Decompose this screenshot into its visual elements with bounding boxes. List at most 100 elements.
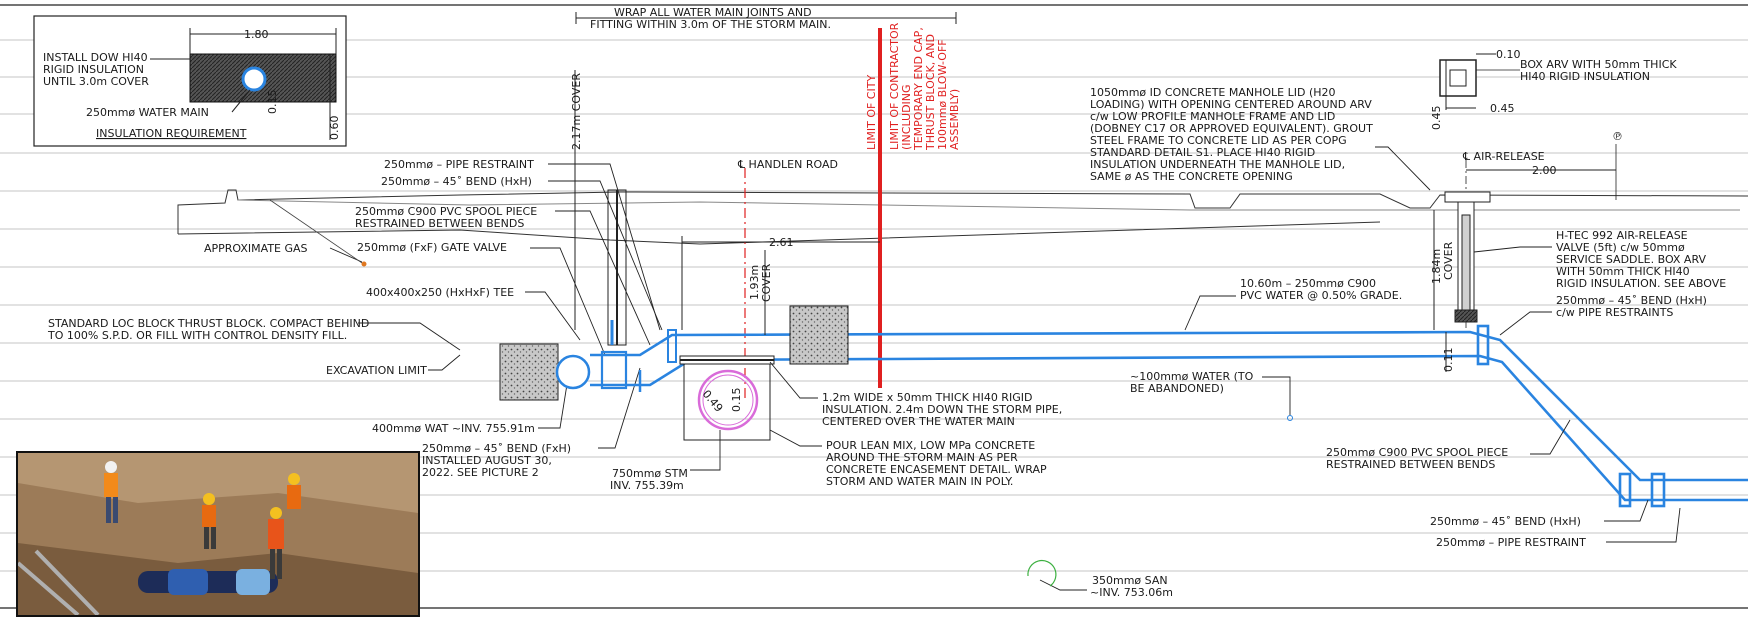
site-photo [16, 451, 420, 617]
dim-261: 2.61 [769, 236, 794, 249]
manhole-line-1: 1050mmø ID CONCRETE MANHOLE LID (H20 [1090, 86, 1336, 99]
lean-mix-label-4: STORM AND WATER MAIN IN POLY. [826, 475, 1013, 488]
excavation-limit-label: EXCAVATION LIMIT [326, 364, 427, 377]
pvc-run-label-2: PVC WATER @ 0.50% GRADE. [1240, 289, 1402, 302]
bend-fxh-label-2: INSTALLED AUGUST 30, [422, 454, 552, 467]
lean-mix-label-2: AROUND THE STORM MAIN AS PER [826, 451, 1018, 464]
bend-fxh-label-3: 2022. SEE PICTURE 2 [422, 466, 539, 479]
thrust-block [499, 343, 559, 401]
left-leader-lines [329, 163, 721, 471]
wat-400-pipe-icon [555, 354, 591, 390]
water-main [590, 324, 1748, 508]
inset-title: INSULATION REQUIREMENT [96, 127, 247, 140]
cover-193-line-2: COVER [760, 263, 773, 302]
water-main-icon [241, 66, 267, 92]
manhole-line-4: (DOBNEY C17 OR APPROVED EQUIVALENT). GRO… [1090, 122, 1373, 135]
mid-callouts: 1.2m WIDE x 50mm THICK HI40 RIGID INSULA… [769, 86, 1431, 599]
inset-dim-small: 0.15 [266, 90, 279, 115]
bend-hxh-label-left: 250mmø – 45˚ BEND (HxH) [381, 175, 532, 188]
manhole-line-6: STANDARD DETAIL S1. PLACE HI40 RIGID [1090, 146, 1315, 159]
dim-045-side: 0.45 [1430, 106, 1443, 131]
pl-label: ℗ [1612, 130, 1623, 143]
spool-right-line-2: RESTRAINED BETWEEN BENDS [1326, 458, 1495, 471]
inset-note-line-2: RIGID INSULATION [43, 63, 144, 76]
storm-pipe-icon [697, 369, 759, 431]
svg-text:100mmø BLOW-OFF: 100mmø BLOW-OFF [936, 39, 949, 150]
inset-note-line-3: UNTIL 3.0m COVER [43, 75, 149, 88]
inset-dim-height: 0.60 [328, 116, 341, 141]
dim-045-bottom: 0.45 [1490, 102, 1515, 115]
sheet-grid [0, 4, 1748, 609]
site-photo-drawing [18, 453, 418, 615]
dim-200: 2.00 [1532, 164, 1557, 177]
htec-line-4: WITH 50mm THICK HI40 [1556, 265, 1690, 278]
rigid-insul-label-2: INSULATION. 2.4m DOWN THE STORM PIPE, [822, 403, 1062, 416]
svg-text:(INCLUDING: (INCLUDING [900, 84, 913, 150]
manhole-line-8: SAME ø AS THE CONCRETE OPENING [1090, 170, 1293, 183]
thrust-block-label-1: STANDARD LOC BLOCK THRUST BLOCK. COMPACT… [48, 317, 369, 330]
stm-750-label-2: INV. 755.39m [610, 479, 684, 492]
svg-text:TEMPORARY END CAP,: TEMPORARY END CAP, [912, 27, 925, 151]
pvc-run-label-1: 10.60m – 250mmø C900 [1240, 277, 1376, 290]
san-350-label-2: ~INV. 753.06m [1090, 586, 1173, 599]
box-arv-detail: 0.10 BOX ARV WITH 50mm THICK HI40 RIGID … [1430, 48, 1677, 130]
lean-mix-label-1: POUR LEAN MIX, LOW MPa CONCRETE [826, 439, 1035, 452]
san-350-label-1: 350mmø SAN [1092, 574, 1168, 587]
left-callouts: 250mmø – PIPE RESTRAINT 250mmø – 45˚ BEN… [47, 158, 688, 492]
gas-line [269, 199, 366, 266]
wat-400-label: 400mmø WAT ~INV. 755.91m [372, 422, 535, 435]
bend-hxh-label-right: 250mmø – 45˚ BEND (HxH) [1430, 515, 1581, 528]
air-release-assembly: ℄ AIR-RELEASE ℗ 2.00 1.84m COVER 0.11 [1430, 130, 1623, 372]
right-callouts: H-TEC 992 AIR-RELEASE VALVE (5ft) c/w 50… [1326, 229, 1726, 549]
limit-contractor-note: LIMIT OF CONTRACTOR (INCLUDING TEMPORARY… [888, 22, 961, 151]
dim-049: 0.49 [700, 388, 726, 415]
lean-mix-label-3: CONCRETE ENCASEMENT DETAIL. WRAP [826, 463, 1047, 476]
gas-marker-icon [361, 261, 367, 267]
gate-valve-label: 250mmø (FxF) GATE VALVE [357, 241, 507, 254]
manhole-line-2: LOADING) WITH OPENING CENTERED AROUND AR… [1090, 98, 1372, 111]
spool-right-line-1: 250mmø C900 PVC SPOOL PIECE [1326, 446, 1508, 459]
water-100-label-2: BE ABANDONED) [1130, 382, 1224, 395]
pipe-restraint-label-left: 250mmø – PIPE RESTRAINT [384, 158, 534, 171]
spool-label-left-2: RESTRAINED BETWEEN BENDS [355, 217, 524, 230]
svg-text:THRUST BLOCK, AND: THRUST BLOCK, AND [924, 34, 937, 151]
manhole-line-7: INSULATION UNDERNEATH THE MANHOLE LID, [1090, 158, 1345, 171]
wrap-note-line-2: FITTING WITHIN 3.0m OF THE STORM MAIN. [590, 18, 831, 31]
inset-note-line-1: INSTALL DOW HI40 [43, 51, 148, 64]
box-arv-label-2: HI40 RIGID INSULATION [1520, 70, 1650, 83]
mid-dimensions: 2.61 1.93m COVER 0.49 0.15 [681, 236, 880, 415]
inset-dim-width: 1.80 [244, 28, 269, 41]
concrete-thrust-block-2 [789, 305, 849, 365]
air-release-label: ℄ AIR-RELEASE [1462, 150, 1545, 163]
cover-184-line-2: COVER [1442, 241, 1455, 280]
wrap-note-line-1: WRAP ALL WATER MAIN JOINTS AND [614, 6, 812, 19]
rigid-insul-label-3: CENTERED OVER THE WATER MAIN [822, 415, 1015, 428]
box-arv-label-1: BOX ARV WITH 50mm THICK [1520, 58, 1677, 71]
svg-text:LIMIT OF CONTRACTOR: LIMIT OF CONTRACTOR [888, 22, 901, 150]
manhole-line-3: c/w LOW PROFILE MANHOLE FRAME AND LID [1090, 110, 1335, 123]
htec-line-3: SERVICE SADDLE. BOX ARV [1556, 253, 1707, 266]
bend-fxh-label-1: 250mmø – 45˚ BEND (FxH) [422, 442, 571, 455]
spool-label-left-1: 250mmø C900 PVC SPOOL PIECE [355, 205, 537, 218]
inset-water-main-label: 250mmø WATER MAIN [86, 106, 209, 119]
cover-184-line-1: 1.84m [1430, 249, 1443, 284]
dim-010: 0.10 [1496, 48, 1521, 61]
htec-line-5: RIGID INSULATION. SEE ABOVE [1556, 277, 1726, 290]
svg-text:ASSEMBLY): ASSEMBLY) [948, 89, 961, 150]
wrap-joints-note: WRAP ALL WATER MAIN JOINTS AND FITTING W… [575, 6, 957, 31]
bend-restr-line-1: 250mmø – 45˚ BEND (HxH) [1556, 294, 1707, 307]
cover-217-label: 2.17m COVER [570, 73, 583, 150]
san-pipe-icon [1027, 560, 1057, 587]
road-surface-profile [177, 189, 1748, 245]
rigid-insul-label-1: 1.2m WIDE x 50mm THICK HI40 RIGID [822, 391, 1032, 404]
dim-011: 0.11 [1442, 348, 1455, 373]
stm-750-label-1: 750mmø STM [612, 467, 688, 480]
pipe-restraint-label-right: 250mmø – PIPE RESTRAINT [1436, 536, 1586, 549]
bend-restr-line-2: c/w PIPE RESTRAINTS [1556, 306, 1673, 319]
insulation-detail-inset: 1.80 0.60 0.15 INSTALL DOW HI40 RIGID IN… [33, 15, 347, 147]
dim-015: 0.15 [730, 388, 743, 413]
htec-line-2: VALVE (5ft) c/w 50mmø [1556, 241, 1685, 254]
water-100-pipe-icon [1287, 415, 1293, 421]
